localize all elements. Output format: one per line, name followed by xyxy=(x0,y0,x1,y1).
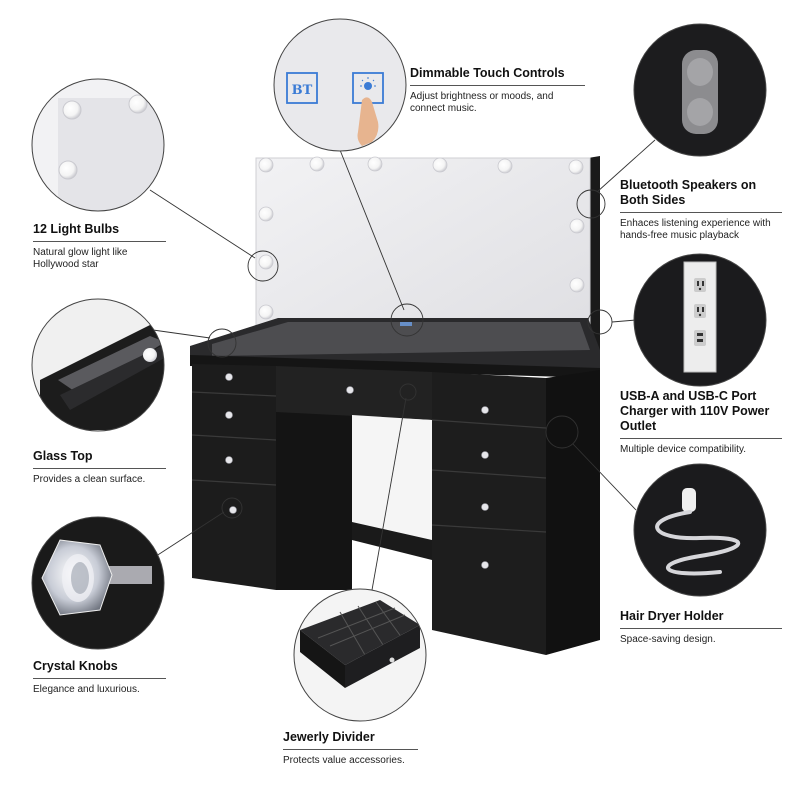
leader-lines xyxy=(149,139,656,591)
callout-title: Glass Top xyxy=(33,449,93,463)
callout-bluetooth-speakers: Bluetooth Speakers on Both Sides Enhaces… xyxy=(620,178,782,242)
callout-title: Hair Dryer Holder xyxy=(620,609,724,623)
drawer-knobs xyxy=(225,373,489,569)
callout-glass-top: Glass Top Provides a clean surface. xyxy=(33,449,166,486)
callout-desc: Natural glow light like Hollywood star xyxy=(33,247,128,270)
callout-title: Crystal Knobs xyxy=(33,659,118,673)
jewelry-tray-icon xyxy=(300,600,420,665)
callout-rule xyxy=(283,749,418,750)
callout-crystal-knobs: Crystal Knobs Elegance and luxurious. xyxy=(33,659,166,696)
callout-desc: Provides a clean surface. xyxy=(33,474,146,485)
bt-button-label: BT xyxy=(292,83,313,98)
callout-title: Jewerly Divider xyxy=(283,730,375,744)
callout-title: USB-A and USB-C Port Charger with 110V P… xyxy=(620,389,770,433)
callout-rule xyxy=(620,438,782,439)
zoom-hair-dryer-holder xyxy=(633,463,767,597)
callout-desc: Protects value accessories. xyxy=(283,755,405,766)
callout-desc: Multiple device compatibility. xyxy=(620,444,746,455)
zoom-bluetooth-speaker xyxy=(633,23,767,157)
callout-title: Bluetooth Speakers on Both Sides xyxy=(620,178,757,207)
callout-desc: Enhaces listening experience with hands-… xyxy=(620,218,771,241)
hair-dryer-holder-icon xyxy=(655,510,741,576)
callout-touch-controls: Dimmable Touch Controls Adjust brightnes… xyxy=(410,66,585,115)
callout-title: Dimmable Touch Controls xyxy=(410,66,565,80)
callout-hair-dryer-holder: Hair Dryer Holder Space-saving design. xyxy=(620,609,782,646)
bt-button-icon xyxy=(286,72,318,104)
mirror-bulbs xyxy=(258,156,585,354)
callout-desc: Elegance and luxurious. xyxy=(33,684,140,695)
zoom-crystal-knob xyxy=(31,516,165,650)
zoom-usb-outlet xyxy=(633,253,767,387)
callout-rule xyxy=(33,678,166,679)
zoom-bulbs xyxy=(31,78,165,212)
callout-light-bulbs: 12 Light Bulbs Natural glow light like H… xyxy=(33,222,166,271)
callout-title: 12 Light Bulbs xyxy=(33,222,120,236)
callout-rule xyxy=(620,628,782,629)
zoom-glass-top xyxy=(31,298,165,432)
finger-icon xyxy=(357,97,379,146)
callout-usb-charger: USB-A and USB-C Port Charger with 110V P… xyxy=(620,389,782,456)
zoom-jewelry-divider xyxy=(293,588,427,722)
zoom-touch-controls: BT xyxy=(273,18,407,152)
callout-rule xyxy=(33,468,166,469)
callout-desc: Adjust brightness or moods, and connect … xyxy=(410,91,554,114)
callout-desc: Space-saving design. xyxy=(620,634,716,645)
callout-rule xyxy=(620,212,782,213)
callout-rule xyxy=(410,85,585,86)
callout-rule xyxy=(33,241,166,242)
vanity-illustration xyxy=(190,156,600,655)
callout-jewelry-divider: Jewerly Divider Protects value accessori… xyxy=(283,730,418,767)
